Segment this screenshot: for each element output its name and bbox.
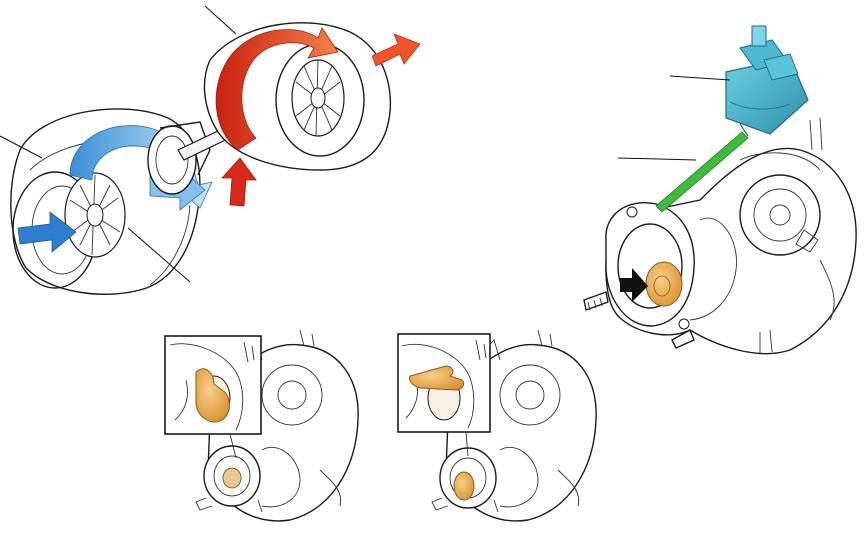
- actuator-rod: [655, 131, 749, 213]
- wastegate-actuator-view: [583, 25, 857, 355]
- black-flow-arrow-icon: [620, 268, 648, 302]
- center-housing: [147, 121, 211, 195]
- wastegate-flap-closed: [164, 329, 359, 522]
- red-exhaust-in-arrow-icon: [221, 157, 257, 207]
- compressor-wheel: [64, 172, 126, 258]
- turbocharger-cutaway: [0, 5, 421, 295]
- wastegate-flap-open: [397, 329, 597, 522]
- blue-intake-arrow-icon: [17, 211, 77, 253]
- leader-line-compressor-wheel: [127, 227, 191, 283]
- wastegate-flap-icon: [645, 261, 683, 307]
- flap-seat: [222, 467, 242, 489]
- leader-line-compressor-housing: [0, 135, 43, 159]
- red-exhaust-out-arrow-icon: [371, 33, 421, 67]
- leader-line-rod: [617, 157, 697, 161]
- turbine-wheel: [291, 59, 345, 137]
- leader-line-turbine-housing: [204, 5, 237, 35]
- leader-line-actuator: [669, 75, 731, 81]
- red-exhaust-flow-icon: [215, 27, 339, 151]
- orange-flap-open-icon: [409, 365, 465, 391]
- flap-open-main: [453, 471, 475, 501]
- compressor-cover: [739, 174, 821, 256]
- orange-flap-closed-icon: [195, 368, 230, 423]
- wastegate-actuator: [725, 25, 809, 137]
